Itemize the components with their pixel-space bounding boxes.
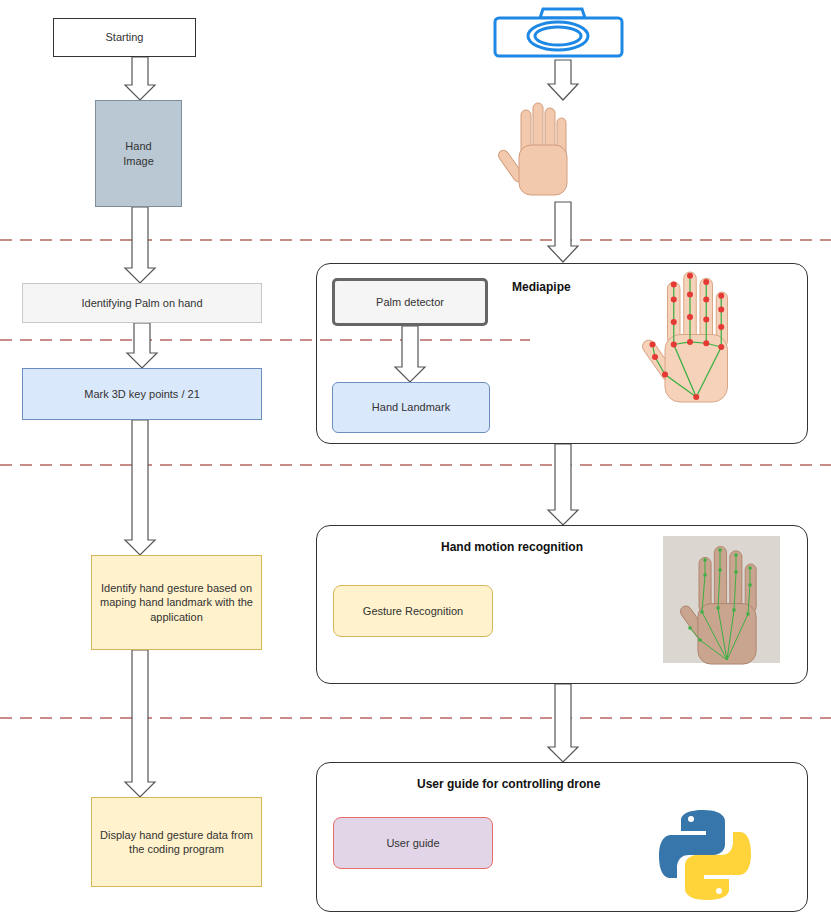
panel-title: Hand motion recognition bbox=[441, 540, 583, 556]
block-arrow bbox=[548, 684, 578, 762]
block-arrow bbox=[127, 323, 157, 368]
group-panel: MediapipePalm detectorHand Landmark bbox=[316, 263, 808, 444]
node-label: Gesture Recognition bbox=[363, 604, 463, 618]
process-box: Display hand gesture data from the codin… bbox=[91, 797, 262, 887]
node-label: Mark 3D key points / 21 bbox=[84, 387, 200, 401]
process-box: Identifying Palm on hand bbox=[22, 283, 262, 323]
panel-title: User guide for controlling drone bbox=[417, 777, 600, 793]
process-box: Starting bbox=[53, 18, 196, 57]
node-label: Starting bbox=[106, 30, 144, 44]
block-arrow bbox=[125, 57, 155, 100]
hand-photo bbox=[663, 536, 780, 664]
group-panel: Hand motion recognitionGesture Recogniti… bbox=[316, 525, 808, 684]
process-box: Hand Image bbox=[95, 100, 182, 207]
node-label: Palm detector bbox=[376, 295, 444, 309]
block-arrow bbox=[395, 326, 425, 382]
block-arrow bbox=[125, 420, 155, 555]
block-arrow bbox=[125, 207, 155, 283]
node-label: Hand Image bbox=[119, 139, 159, 168]
block-arrow bbox=[548, 444, 578, 525]
group-panel: User guide for controlling droneUser gui… bbox=[316, 762, 808, 912]
process-box: Mark 3D key points / 21 bbox=[22, 368, 262, 420]
process-box: User guide bbox=[333, 817, 493, 869]
process-box: Identify hand gesture based on maping ha… bbox=[91, 555, 262, 650]
panel-title: Mediapipe bbox=[512, 280, 571, 296]
hand-illustration bbox=[497, 103, 567, 195]
python-logo bbox=[659, 810, 751, 900]
node-label: User guide bbox=[386, 836, 439, 850]
process-box: Gesture Recognition bbox=[333, 585, 493, 637]
process-box: Hand Landmark bbox=[332, 382, 490, 433]
process-box: Palm detector bbox=[332, 278, 488, 326]
node-label: Display hand gesture data from the codin… bbox=[100, 828, 253, 857]
node-label: Identify hand gesture based on maping ha… bbox=[100, 581, 253, 624]
camera-icon bbox=[495, 9, 622, 56]
node-label: Hand Landmark bbox=[372, 400, 450, 414]
block-arrow bbox=[125, 650, 155, 797]
node-label: Identifying Palm on hand bbox=[81, 296, 202, 310]
separator-lines bbox=[0, 240, 831, 718]
hand-landmark-illustration bbox=[640, 272, 727, 402]
